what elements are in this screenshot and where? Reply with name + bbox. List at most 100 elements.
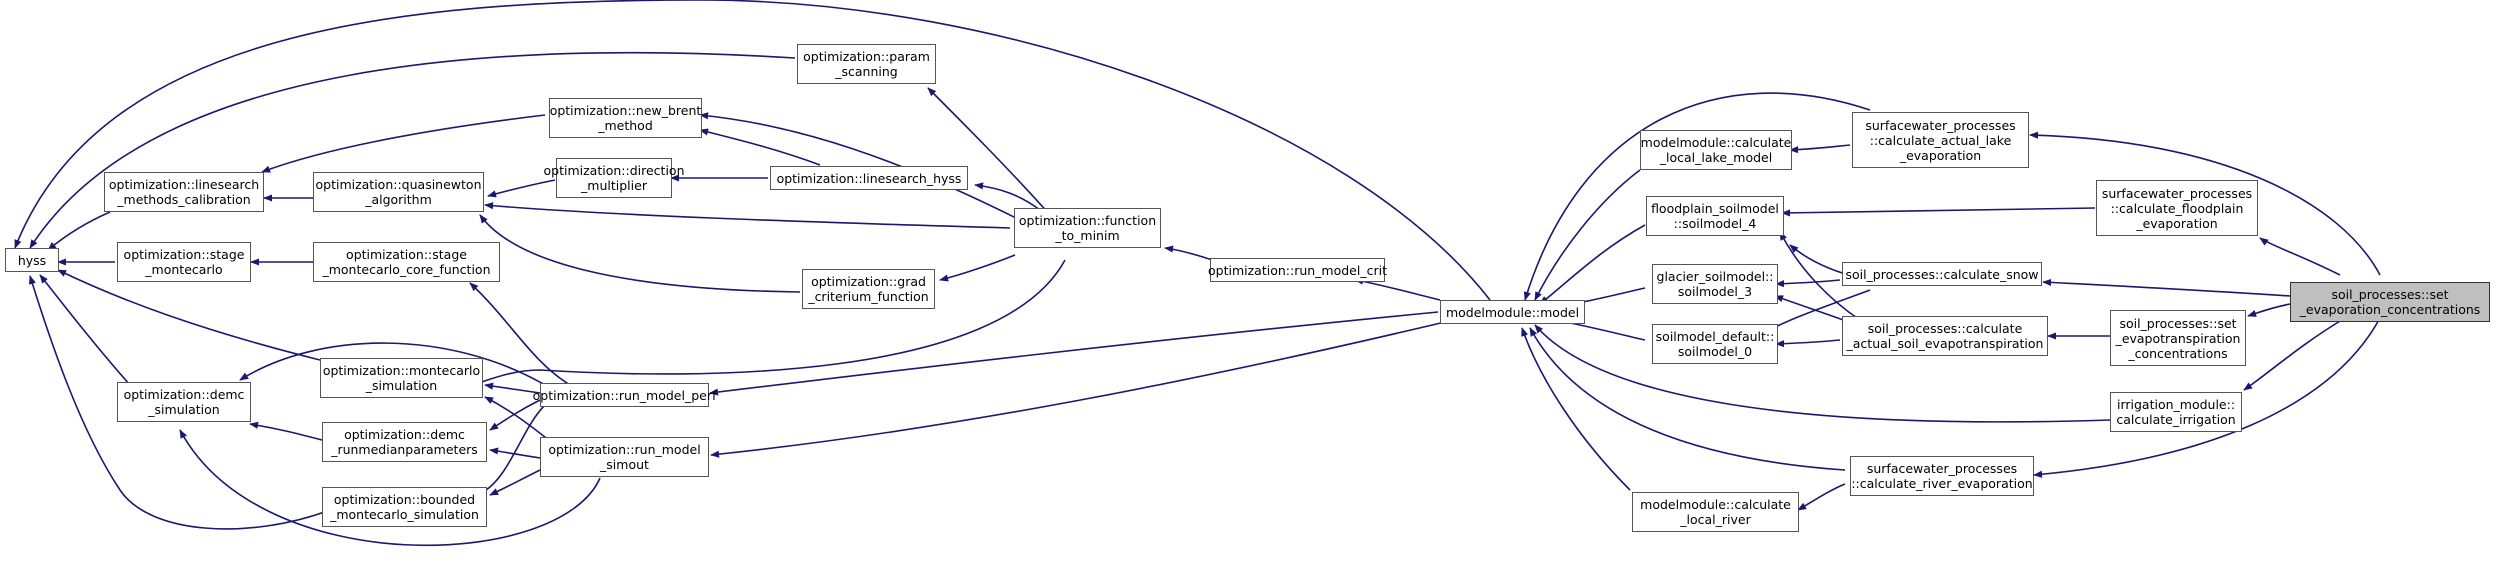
node-label: _simulation xyxy=(148,402,220,417)
node-label: _evapotranspiration xyxy=(2115,330,2241,346)
node-soilmodel-default-0[interactable]: soilmodel_default::soilmodel_0 xyxy=(1652,324,1778,364)
node-label: soilmodel_0 xyxy=(1677,344,1753,359)
node-function-to-minim[interactable]: optimization::function_to_minim xyxy=(1014,208,1161,248)
edge-funcmin-gradcrit xyxy=(939,254,1016,282)
node-glacier-soilmodel-3[interactable]: glacier_soilmodel::soilmodel_3 xyxy=(1652,264,1778,304)
node-set-evapotranspiration-concentrations[interactable]: soil_processes::set_evapotranspiration_c… xyxy=(2110,310,2246,366)
node-calculate-actual-lake-evaporation[interactable]: surfacewater_processes::calculate_actual… xyxy=(1852,112,2029,168)
node-label: ::calculate_floodplain xyxy=(2110,200,2244,216)
edge-riverevap-localriver xyxy=(1797,483,1846,511)
node-label: optimization::demc xyxy=(344,427,465,442)
node-label: _concentrations xyxy=(2128,345,2228,361)
node-grad-criterium-function[interactable]: optimization::grad_criterium_function xyxy=(802,269,935,309)
node-hyss[interactable]: hyss xyxy=(5,248,59,272)
node-label: optimization::stage xyxy=(346,247,467,262)
node-label: modelmodule::calculate xyxy=(1640,497,1791,512)
node-label: _scanning xyxy=(835,64,898,79)
node-label: surfacewater_processes xyxy=(1865,117,2016,133)
node-linesearch-hyss[interactable]: optimization::linesearch_hyss xyxy=(770,166,968,190)
node-demc-simulation[interactable]: optimization::demc_simulation xyxy=(117,382,251,422)
edge-floodevap-floodsoil xyxy=(1781,207,2096,217)
node-label: _multiplier xyxy=(581,178,647,193)
node-label: _methods_calibration xyxy=(117,192,251,207)
edge-dirmult-quasinewton xyxy=(487,179,556,198)
edge-model-hyss xyxy=(14,0,1491,301)
node-calculate-river-evaporation[interactable]: surfacewater_processes::calculate_river_… xyxy=(1850,456,2034,496)
node-label: optimization::run_model_crit xyxy=(1208,262,1387,278)
edge-runperf-demcrun xyxy=(489,399,541,431)
node-label: modelmodule::model xyxy=(1445,304,1580,320)
node-label: surfacewater_processes xyxy=(1866,461,2018,476)
node-label: hyss xyxy=(17,252,47,268)
edge-boundedmc-hyss xyxy=(28,275,331,530)
edge-lsmc-hyss xyxy=(47,211,111,251)
node-calculate-local-lake-model[interactable]: modelmodule::calculate_local_lake_model xyxy=(1640,130,1792,170)
node-label: _to_minim xyxy=(1055,228,1120,243)
node-label: soil_processes::set xyxy=(2331,287,2449,302)
node-new-brent-method[interactable]: optimization::new_brent_method xyxy=(549,98,702,138)
edge-mcsim-hyss xyxy=(57,269,321,361)
node-run-model-perf[interactable]: optimization::run_model_perf xyxy=(533,383,716,407)
node-label: irrigation_module:: xyxy=(2116,397,2236,412)
node-calculate-local-river[interactable]: modelmodule::calculate_local_river xyxy=(1632,492,1799,532)
node-set-evaporation-concentrations[interactable]: soil_processes::set_evaporation_concentr… xyxy=(2290,282,2490,322)
edge-floodsoil-model xyxy=(1539,224,1646,305)
edge-model-simout xyxy=(710,321,1446,458)
node-label: soilmodel_default:: xyxy=(1655,329,1775,344)
node-linesearch-methods-calibration[interactable]: optimization::linesearch_methods_calibra… xyxy=(104,172,264,212)
edge-simout-demcrun xyxy=(489,447,541,459)
edge-lakeevap-locallake xyxy=(1789,144,1851,154)
node-label: soil_processes::calculate xyxy=(1867,321,2023,336)
node-montecarlo-simulation[interactable]: optimization::montecarlo_simulation xyxy=(320,358,483,398)
node-label: _criterium_function xyxy=(808,289,929,304)
node-calculate-irrigation[interactable]: irrigation_module::calculate_irrigation xyxy=(2110,392,2242,432)
edge-lakeevap-model xyxy=(1523,92,1871,301)
node-direction-multiplier[interactable]: optimization::direction_multiplier xyxy=(544,158,685,198)
edge-target-calcsnow xyxy=(2042,278,2291,297)
node-model[interactable]: modelmodule::model xyxy=(1440,300,1585,324)
node-label: optimization::param xyxy=(803,49,930,64)
node-label: _local_river xyxy=(1680,512,1751,527)
node-calculate-snow[interactable]: soil_processes::calculate_snow xyxy=(1842,262,2042,286)
edge-demcrun-demcsim xyxy=(249,421,323,441)
node-quasinewton-algorithm[interactable]: optimization::quasinewton_algorithm xyxy=(313,172,484,212)
edge-simout-boundedmc xyxy=(489,469,541,496)
edge-runperf-boundedmc xyxy=(477,404,546,496)
node-calculate-floodplain-evaporation[interactable]: surfacewater_processes::calculate_floodp… xyxy=(2096,180,2258,236)
edge-target-lakeevap xyxy=(2029,131,2381,276)
node-stage-montecarlo-core-function[interactable]: optimization::stage_montecarlo_core_func… xyxy=(313,242,500,282)
edge-calcsnow-glaciersoil xyxy=(1775,279,1841,288)
node-label: optimization::direction xyxy=(543,163,685,178)
node-label: _evaporation xyxy=(2136,215,2218,231)
node-stage-montecarlo[interactable]: optimization::stage_montecarlo xyxy=(117,242,251,282)
node-label: optimization::grad xyxy=(811,274,926,289)
node-label: _method xyxy=(598,118,653,133)
edge-target-setevapconc xyxy=(2247,303,2291,317)
edge-demcsim-hyss xyxy=(39,274,131,386)
edge-runperf-mcsim xyxy=(484,382,541,394)
node-calculate-actual-soil-evapotranspiration[interactable]: soil_processes::calculate_actual_soil_ev… xyxy=(1842,316,2048,356)
node-label: optimization::run_model xyxy=(548,442,701,457)
node-label: _simulation xyxy=(365,378,438,393)
edge-model-runperf xyxy=(709,311,1439,396)
edge-target-irrigation xyxy=(2243,317,2346,391)
node-bounded-montecarlo-simulation[interactable]: optimization::bounded_montecarlo_simulat… xyxy=(322,487,487,527)
node-label: optimization::quasinewton xyxy=(315,177,482,192)
edge-runperf-stagecore xyxy=(469,282,571,386)
node-param-scanning[interactable]: optimization::param_scanning xyxy=(797,44,936,84)
edge-runperf-demcsim xyxy=(239,342,546,386)
edge-target-floodevap xyxy=(2259,237,2341,276)
node-run-model-crit[interactable]: optimization::run_model_crit xyxy=(1208,258,1387,282)
node-label: floodplain_soilmodel xyxy=(1651,201,1779,216)
node-label: _algorithm xyxy=(365,192,432,207)
edge-irrigation-model xyxy=(1534,324,2111,423)
node-demc-runmedianparameters[interactable]: optimization::demc_runmedianparameters xyxy=(322,422,487,462)
node-label: optimization::new_brent xyxy=(549,103,702,118)
node-run-model-simout[interactable]: optimization::run_model_simout xyxy=(540,437,709,477)
node-label: _actual_soil_evapotranspiration xyxy=(1846,336,2044,351)
node-label: surfacewater_processes xyxy=(2101,185,2253,201)
edge-newbrent-lsmc xyxy=(261,114,546,173)
node-label: _evaporation_concentrations xyxy=(2299,302,2481,317)
node-floodplain-soilmodel-4[interactable]: floodplain_soilmodel::soilmodel_4 xyxy=(1646,196,1784,236)
